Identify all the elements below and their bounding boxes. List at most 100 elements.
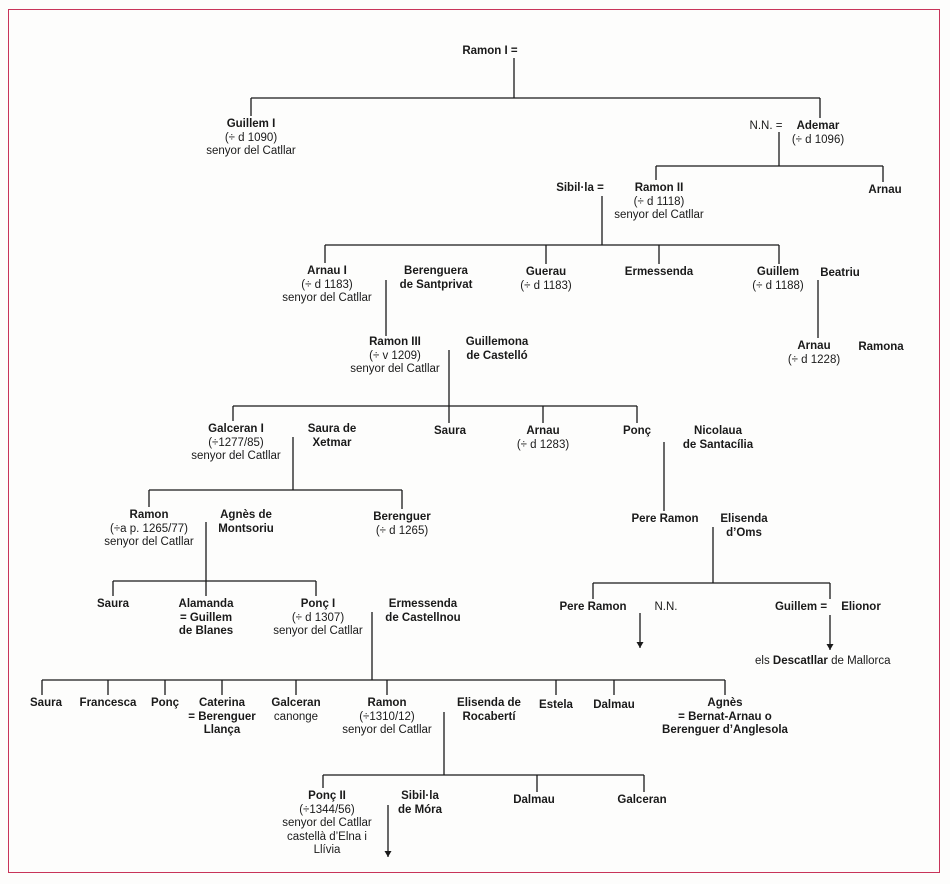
- person-saura-xetmar-line-0: Saura de: [307, 423, 357, 435]
- person-ramon-ii: Ramon II(÷ d 1118)senyor del Catllar: [614, 182, 703, 223]
- person-guillem-i: Guillem I(÷ d 1090)senyor del Catllar: [206, 118, 295, 159]
- person-ponc-ii-line-3: castellà d’Elna i: [287, 830, 367, 843]
- person-ponc-ii-line-4: Llívia: [313, 844, 341, 856]
- person-estela: Estela: [539, 699, 573, 713]
- person-guillem-3: Guillem =: [775, 601, 827, 615]
- person-saura-xetmar-line-1: Xetmar: [312, 436, 352, 449]
- person-saura-3: Saura: [30, 697, 62, 711]
- person-ermessenda-1-line-0: Ermessenda: [624, 266, 694, 278]
- person-galceran-i-line-2: senyor del Catllar: [191, 450, 281, 462]
- person-ponc-1: Ponç: [623, 425, 651, 439]
- frame-border: [8, 9, 940, 873]
- person-ramon-i-line-0: Ramon I =: [462, 45, 518, 57]
- footnote-suffix: de Mallorca: [827, 655, 891, 667]
- person-guillem-2-line-0: Guillem: [756, 266, 800, 278]
- person-galceran-i: Galceran I(÷1277/85)senyor del Catllar: [191, 423, 280, 464]
- descent-arrow-57: [384, 851, 392, 857]
- person-saura-2-line-0: Saura: [97, 598, 129, 610]
- person-berenguera-line-1: de Santprivat: [399, 278, 473, 291]
- person-elisenda-oms-line-0: Elisenda: [720, 513, 768, 525]
- person-caterina-line-2: Llança: [203, 724, 241, 736]
- person-agnes-1-line-1: Montsoriu: [218, 522, 274, 535]
- person-ponc-1-line-0: Ponç: [622, 425, 652, 437]
- person-alamanda-line-1: = Guillem: [179, 611, 233, 624]
- person-ramon-ii-line-2: senyor del Catllar: [614, 209, 704, 221]
- person-agnes-2-line-2: Berenguer d’Anglesola: [662, 724, 788, 736]
- person-saura-1: Saura: [434, 425, 466, 439]
- person-guerau-line-1: (÷ d 1183): [520, 279, 572, 292]
- person-ramona-line-0: Ramona: [858, 341, 904, 353]
- person-arnau-i: Arnau I(÷ d 1183)senyor del Catllar: [282, 265, 371, 306]
- descent-arrow-39: [826, 644, 834, 650]
- person-ramon-iii-line-0: Ramon III: [369, 336, 421, 348]
- person-ponc-ii-line-1: (÷1344/56): [299, 803, 355, 816]
- person-saura-2: Saura: [97, 598, 129, 612]
- person-nicolaua-line-0: Nicolaua: [694, 425, 742, 437]
- person-galceran-3-line-0: Galceran: [617, 794, 667, 806]
- person-caterina-line-1: = Berenguer: [188, 710, 256, 723]
- person-berenguera-line-0: Berenguera: [404, 265, 468, 277]
- person-sibilla-1: Sibil·la =: [556, 182, 604, 196]
- person-guerau-line-0: Guerau: [525, 266, 567, 278]
- person-agnes-2-line-1: = Bernat-Arnau o: [678, 710, 772, 723]
- person-ramon-iii-line-2: senyor del Catllar: [350, 363, 440, 375]
- person-ramon-5-line-2: senyor del Catllar: [342, 724, 432, 736]
- person-ramon-ii-line-0: Ramon II: [634, 182, 684, 194]
- person-arnau-2-line-0: Arnau: [797, 340, 831, 352]
- person-alamanda-line-0: Alamanda: [178, 598, 234, 610]
- footnote-prefix: els: [755, 655, 773, 667]
- person-pere-ramon-2-line-0: Pere Ramon: [559, 601, 627, 613]
- person-ponc-2-line-0: Ponç: [150, 697, 180, 709]
- person-guillem-2-line-1: (÷ d 1188): [752, 279, 804, 292]
- person-saura-3-line-0: Saura: [30, 697, 62, 709]
- person-ponc-i-line-1: (÷ d 1307): [291, 611, 345, 624]
- person-ponc-2: Ponç: [151, 697, 179, 711]
- person-ramon-4-line-2: senyor del Catllar: [104, 536, 194, 548]
- person-elionor: Elionor: [841, 601, 881, 615]
- person-beatriu-line-0: Beatriu: [820, 267, 860, 279]
- person-agnes-2-line-0: Agnès: [707, 697, 743, 709]
- person-ademar: Ademar(÷ d 1096): [792, 120, 844, 147]
- person-pere-ramon-2: Pere Ramon: [559, 601, 626, 615]
- person-galceran-i-line-0: Galceran I: [208, 423, 264, 435]
- person-guillem-i-line-2: senyor del Catllar: [206, 145, 296, 157]
- person-arnau-3-line-1: (÷ d 1283): [516, 438, 570, 451]
- person-francesca-line-0: Francesca: [79, 697, 137, 709]
- person-agnes-1-line-0: Agnès de: [220, 509, 272, 521]
- person-ramon-5-line-0: Ramon: [367, 697, 407, 709]
- person-ponc-i: Ponç I(÷ d 1307)senyor del Catllar: [273, 598, 362, 639]
- person-arnau-3-line-0: Arnau: [526, 425, 560, 437]
- person-arnau-3: Arnau(÷ d 1283): [517, 425, 569, 452]
- person-ademar-line-0: Ademar: [796, 120, 840, 132]
- person-ramon-4: Ramon(÷a p. 1265/77)senyor del Catllar: [104, 509, 193, 550]
- person-guerau: Guerau(÷ d 1183): [520, 266, 572, 293]
- person-galceran-i-line-1: (÷1277/85): [208, 436, 264, 449]
- person-dalmau-2-line-0: Dalmau: [513, 794, 555, 806]
- person-galceran-3: Galceran: [617, 794, 666, 808]
- person-saura-1-line-0: Saura: [434, 425, 466, 437]
- person-ramon-ii-line-1: (÷ d 1118): [633, 195, 685, 208]
- person-dalmau-1-line-0: Dalmau: [593, 699, 635, 711]
- person-arnau-2: Arnau(÷ d 1228): [788, 340, 840, 367]
- person-berenguer-1-line-1: (÷ d 1265): [375, 524, 429, 537]
- person-elisenda-roca-line-1: Rocabertí: [462, 710, 516, 723]
- person-elisenda-oms-line-1: d’Oms: [726, 526, 762, 539]
- person-sibilla-2-line-0: Sibil·la: [401, 790, 439, 802]
- person-arnau-2-line-1: (÷ d 1228): [787, 353, 841, 366]
- footnote-name: Descatllar: [772, 655, 828, 667]
- person-dalmau-1: Dalmau: [593, 699, 635, 713]
- person-estela-line-0: Estela: [539, 699, 573, 711]
- person-galceran-2-line-0: Galceran: [271, 697, 321, 709]
- person-elisenda-roca-line-0: Elisenda de: [457, 697, 521, 709]
- person-nicolaua-line-1: de Santacília: [682, 438, 754, 451]
